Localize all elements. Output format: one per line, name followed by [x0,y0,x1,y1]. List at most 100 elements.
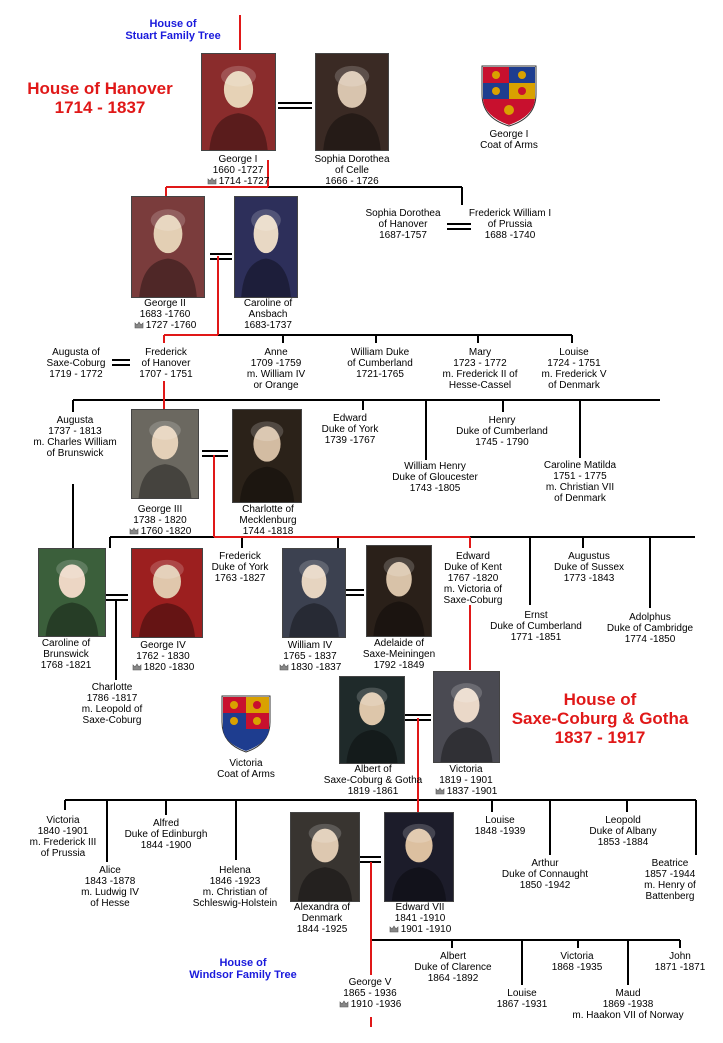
label-line: m. Henry of [644,880,696,891]
label-line: 1773 -1843 [563,573,615,584]
label-line: m. Frederick III [29,837,97,848]
label-line: William Henry [404,461,466,472]
royal-succession-line [163,15,471,1027]
label-line: 1762 - 1830 [136,651,190,662]
portrait-george2 [131,196,205,298]
label-line: m. Charles William [33,437,117,448]
label-line: 1687-1757 [379,230,427,241]
label-line: Adelaide of [373,638,425,649]
label-line: Duke of Edinburgh [124,829,208,840]
label-line: Duke of Cumberland [456,426,548,437]
reign-years: 1727 -1760 [95,320,235,331]
label-line: Henry [488,415,516,426]
label-line: 1857 -1944 [644,869,696,880]
label-line: 1786 -1817 [86,693,138,704]
label-line: 1869 -1938 [602,999,654,1010]
label-line: Charlotte [91,682,133,693]
label-line: Duke of Sussex [553,562,625,573]
label-line: Victoria [560,951,594,962]
label-line: of Denmark [554,493,606,504]
portrait-sophia-celle [315,53,389,151]
label-line: Albert of [354,764,392,775]
label-line: 1871 -1871 [654,962,706,973]
portrait-george1 [201,53,276,151]
label-line: Frederick [145,347,187,358]
reign-years: 1830 -1837 [240,662,380,673]
label-line: of Celle [335,165,369,176]
label-line: Louise [485,815,515,826]
label-line: Saxe-Coburg [46,358,106,369]
label-line: of Denmark [548,380,600,391]
label-line: 1707 - 1751 [139,369,193,380]
label-line: Albert [439,951,467,962]
label-line: Louise [559,347,589,358]
label-line: m. Leopold of [81,704,143,715]
windsor-family-tree-link[interactable]: House of Windsor Family Tree [189,957,297,981]
portrait-alexandra [290,812,360,902]
lineage-lines [64,102,697,985]
label-line: of Prussia [487,219,533,230]
crown-icon [129,527,138,535]
portrait-victoria [433,671,500,763]
victoria-coat-of-arms-icon [221,695,271,753]
label-line: m. William IV [246,369,306,380]
label-line: Ernst [524,610,548,621]
label-line: 1719 - 1772 [49,369,103,380]
victoria-coat-of-arms-label: Victoria Coat of Arms [217,758,275,780]
label-line: 1723 - 1772 [453,358,507,369]
reign-years: 1901 -1910 [350,924,490,935]
reign-years: 1760 -1820 [90,526,230,537]
label-line: Edward [333,413,367,424]
george1-coat-of-arms-icon [481,65,537,127]
label-line: Adolphus [629,612,671,623]
label-line: 1683 -1760 [139,309,191,320]
label-line: Mary [468,347,492,358]
label-line: Victoria [46,815,80,826]
label-line: 1850 -1942 [519,880,571,891]
reign-text: 1910 -1936 [350,999,402,1010]
crown-icon [132,663,141,671]
label-line: 1774 -1850 [624,634,676,645]
label-line: 1864 -1892 [427,973,479,984]
label-line: Leopold [605,815,641,826]
hanover-title: House of Hanover 1714 - 1837 [27,79,173,117]
portrait-george3 [131,409,199,499]
label-line: Denmark [301,913,343,924]
portrait-edward7 [384,812,454,902]
label-line: Alexandra of [293,902,351,913]
label-line: Duke of Gloucester [392,472,478,483]
reign-text: 1837 -1901 [446,786,498,797]
label-line: 1848 -1939 [474,826,526,837]
reign-text: 1820 -1830 [143,662,195,673]
label-line: Alfred [152,818,180,829]
label-line: Duke of Clarence [414,962,492,973]
stuart-family-tree-link[interactable]: House of Stuart Family Tree [125,18,221,42]
label-line: Anne [264,347,288,358]
label-line: Augusta of [52,347,100,358]
label-line: 1868 -1935 [551,962,603,973]
crown-icon [339,1000,348,1008]
label-line: Arthur [531,858,559,869]
label-line: of Hanover [141,358,191,369]
reign-years: 1820 -1830 [93,662,233,673]
label-line: 1843 -1878 [84,876,136,887]
